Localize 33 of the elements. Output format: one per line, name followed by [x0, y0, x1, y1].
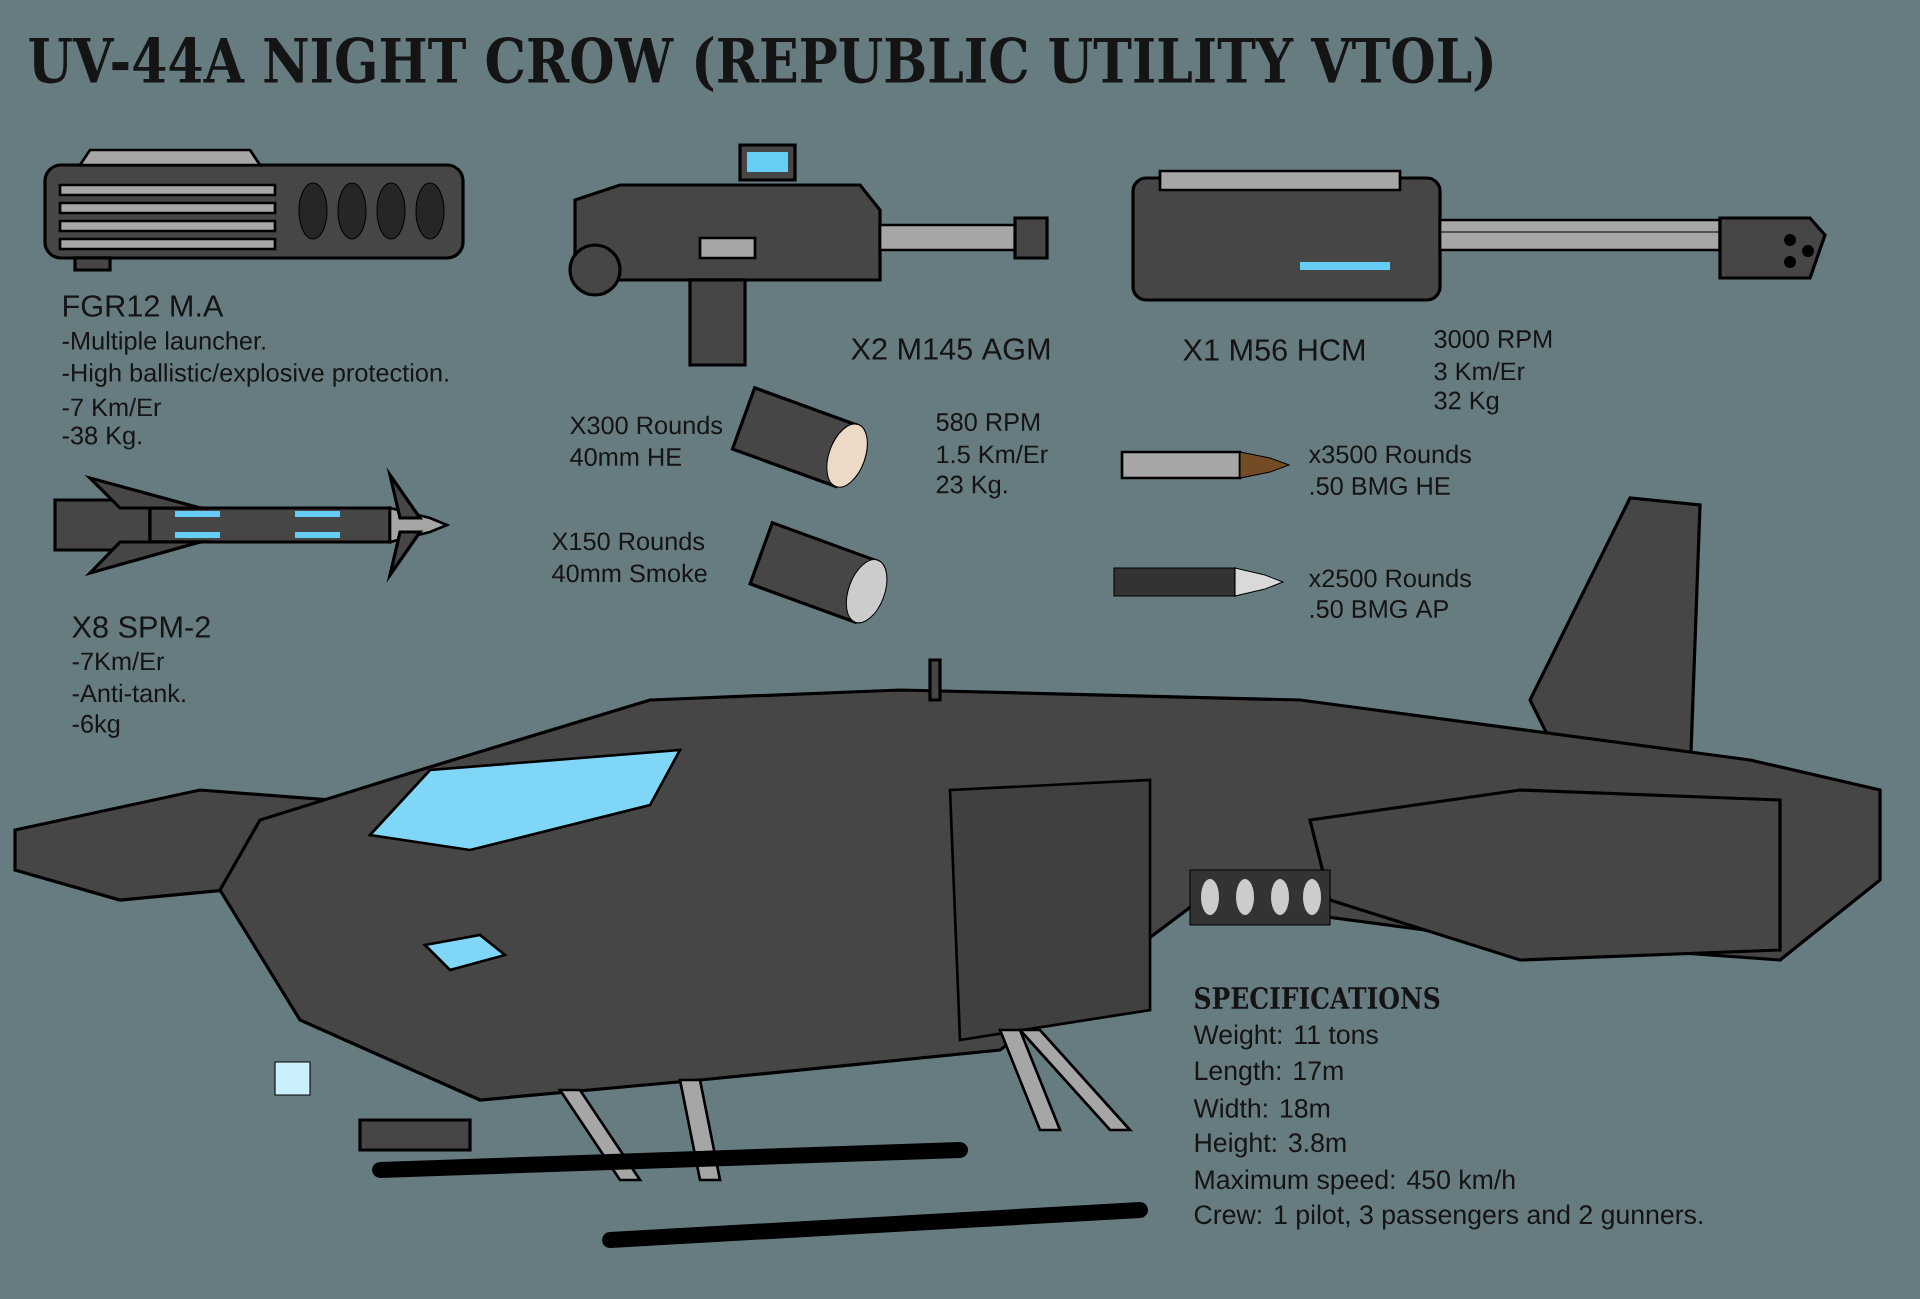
- specifications-heading: SPECIFICATIONS: [1195, 986, 1440, 1010]
- spec-text: 1.5 Km/Er: [937, 444, 1048, 464]
- spec-text: 40mm HE: [570, 448, 682, 466]
- spec-line: Crew: 1 pilot, 3 passengers and 2 gunners.: [1194, 1204, 1702, 1230]
- weapon-name: X2 M145 AGM: [851, 338, 1050, 360]
- spec-text: 580 RPM: [936, 413, 1040, 431]
- spec-text: .50 BMG AP: [1310, 600, 1448, 618]
- spec-text: 3 Km/Er: [1434, 361, 1525, 381]
- spec-text: 23 Kg.: [936, 475, 1007, 499]
- spec-text: -Multiple launcher.: [62, 331, 265, 355]
- weapon-name: X1 M56 HCM: [1183, 339, 1364, 361]
- spec-text: -38 Kg.: [62, 426, 141, 450]
- spec-text: X150 Rounds: [552, 531, 705, 551]
- title: UV-44A NIGHT CROW (REPUBLIC UTILITY VTOL): [29, 36, 1492, 93]
- weapon-name: X8 SPM-2: [72, 616, 210, 638]
- spec-text: .50 BMG HE: [1310, 477, 1450, 495]
- weapon-name: FGR12 M.A: [64, 295, 224, 317]
- spec-line: Width: 18m: [1193, 1098, 1330, 1118]
- spec-text: -7 Km/Er: [62, 397, 162, 417]
- spec-text: -High ballistic/explosive protection.: [62, 363, 448, 387]
- spec-text: X300 Rounds: [570, 415, 723, 435]
- spec-text: x2500 Rounds: [1308, 568, 1471, 588]
- spec-line: Maximum speed: 450 km/h: [1195, 1169, 1515, 1195]
- spec-text: -Anti-tank.: [72, 683, 185, 703]
- spec-line: Length: 17m: [1195, 1060, 1343, 1086]
- spec-text: -7Km/Er: [72, 651, 165, 671]
- spec-text: 40mm Smoke: [552, 563, 707, 583]
- spec-line: Weight: 11 tons: [1193, 1024, 1378, 1050]
- spec-text: 3000 RPM: [1434, 330, 1552, 348]
- spec-text: x3500 Rounds: [1308, 444, 1471, 464]
- spec-text: -6kg: [72, 714, 120, 738]
- spec-line: Height: 3.8m: [1195, 1132, 1346, 1158]
- spec-text: 32 Kg: [1434, 391, 1499, 415]
